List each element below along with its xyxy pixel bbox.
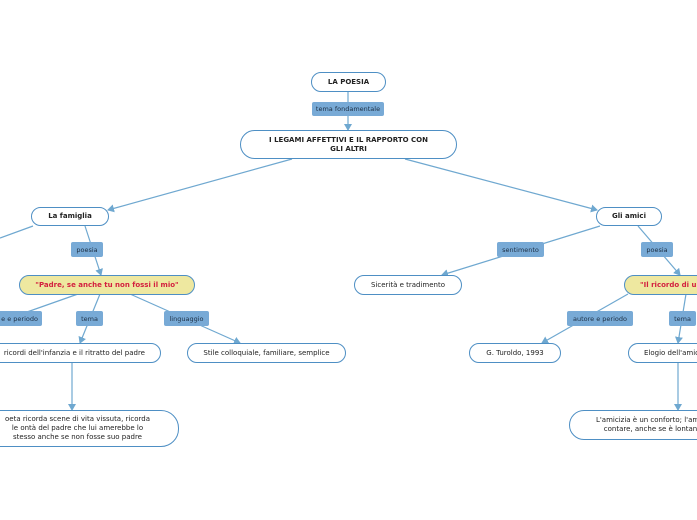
label-sentimento: sentimento xyxy=(497,242,544,257)
label-linguaggio: linguaggio xyxy=(164,311,209,326)
node-elogio-amicizia[interactable]: Elogio dell'amic xyxy=(628,343,697,363)
node-la-famiglia[interactable]: La famiglia xyxy=(31,207,109,226)
label-autore-periodo-left: e e periodo xyxy=(0,311,42,326)
node-poem-ricordo[interactable]: "Il ricordo di u xyxy=(624,275,697,295)
link-poem-autore xyxy=(26,293,79,313)
node-poeta-ricorda[interactable]: oeta ricorda scene di vita vissuta, rico… xyxy=(0,410,179,447)
label-autore-periodo-right: autore e periodo xyxy=(567,311,633,326)
link-famiglia-offscreen xyxy=(0,225,34,239)
link-center-famiglia xyxy=(107,158,293,213)
node-ricordi-infanzia[interactable]: ricordi dell'infanzia e il ritratto del … xyxy=(0,343,161,363)
label-poesia-right: poesia xyxy=(641,242,673,257)
node-poem-padre[interactable]: "Padre, se anche tu non fossi il mio" xyxy=(19,275,195,295)
link-center-amici xyxy=(404,158,598,213)
node-gli-amici[interactable]: Gli amici xyxy=(596,207,662,226)
node-stile-colloquiale[interactable]: Stile colloquiale, familiare, semplice xyxy=(187,343,346,363)
node-turoldo[interactable]: G. Turoldo, 1993 xyxy=(469,343,561,363)
node-sincerita-tradimento[interactable]: Sicerità e tradimento xyxy=(354,275,462,295)
node-legami-affettivi[interactable]: I LEGAMI AFFETTIVI E IL RAPPORTO CON GLI… xyxy=(240,130,457,159)
node-amicizia-conforto[interactable]: L'amicizia è un conforto; l'amic contare… xyxy=(569,410,697,440)
label-tema-left: tema xyxy=(76,311,103,326)
label-tema-right: tema xyxy=(669,311,696,326)
label-poesia-left: poesia xyxy=(71,242,103,257)
label-tema-fondamentale: tema fondamentale xyxy=(312,102,384,116)
node-la-poesia[interactable]: LA POESIA xyxy=(311,72,386,92)
